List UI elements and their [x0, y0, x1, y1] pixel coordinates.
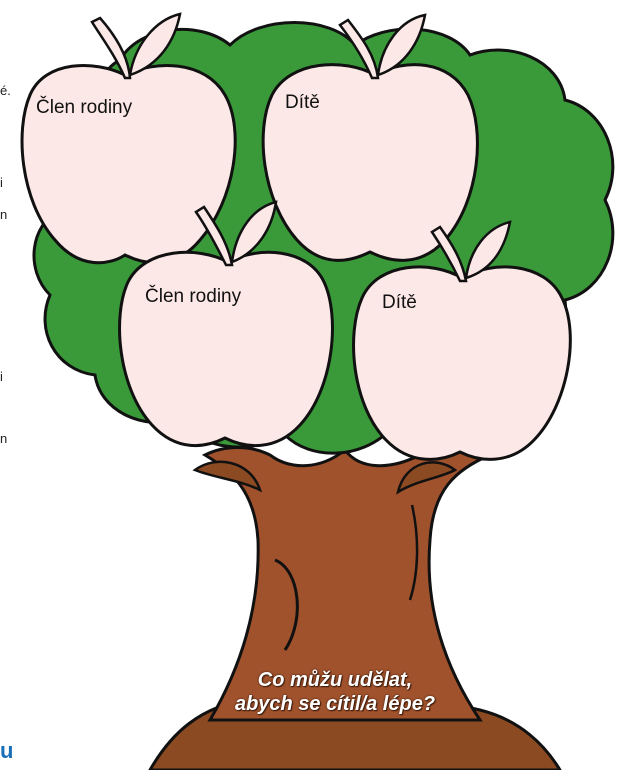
edge-fragment-top: é.	[0, 84, 11, 97]
apple-3-label: Člen rodiny	[145, 286, 241, 308]
tree-caption: Co můžu udělat, abych se cítil/a lépe?	[200, 668, 470, 716]
edge-fragment-mid: i	[0, 370, 3, 383]
apple-1-label: Člen rodiny	[36, 97, 132, 119]
caption-line-1: Co můžu udělat,	[200, 668, 470, 692]
apple-4-label: Dítě	[382, 292, 417, 314]
brand-fragment: u	[0, 738, 13, 764]
edge-fragment-a: i	[0, 176, 3, 189]
edge-fragment-low: n	[0, 432, 7, 445]
edge-fragment-b: n	[0, 208, 7, 221]
apple-2-label: Dítě	[285, 92, 320, 114]
caption-line-2: abych se cítil/a lépe?	[200, 692, 470, 716]
